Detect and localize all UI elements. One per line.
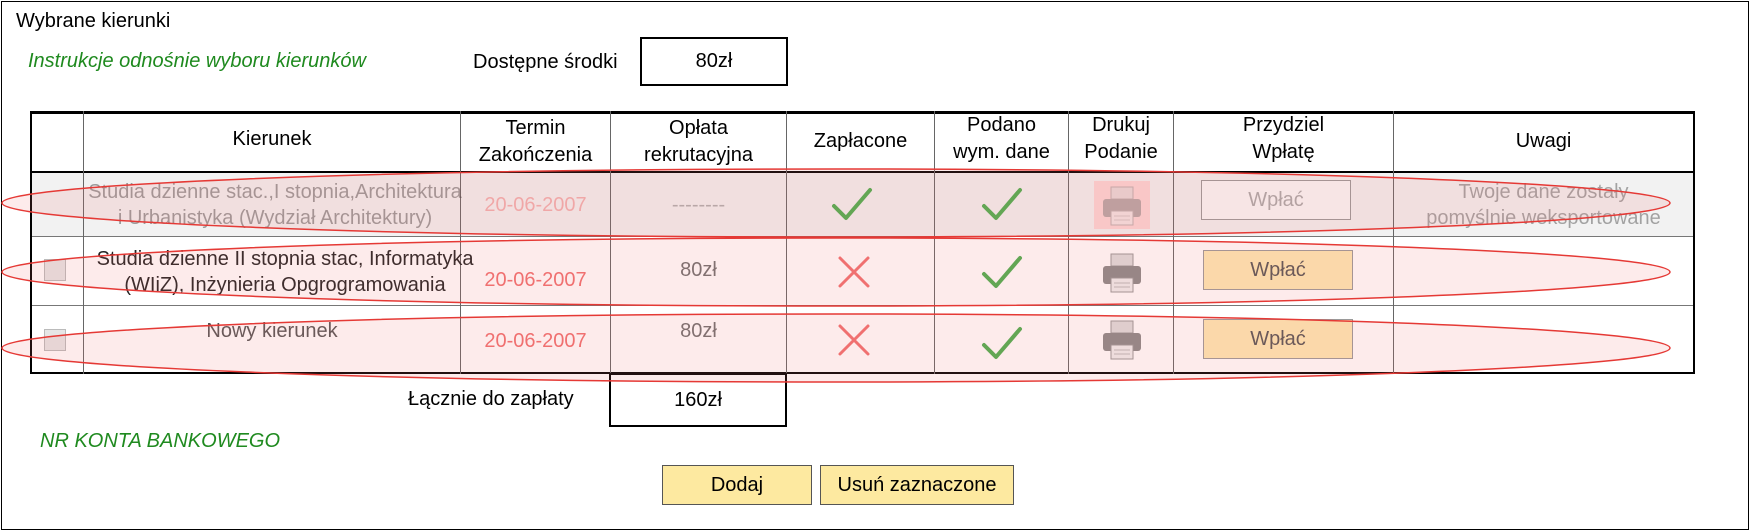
pay-button[interactable]: Wpłać <box>1203 250 1353 290</box>
header-uwagi: Uwagi <box>1515 130 1572 152</box>
printer-icon[interactable] <box>1097 181 1147 231</box>
row-checkbox[interactable] <box>44 329 66 351</box>
cross-icon <box>838 324 870 356</box>
table-row-kierunek: Studia dzienne II stopnia stac, Informat… <box>96 248 474 296</box>
row-checkbox[interactable] <box>44 259 66 281</box>
table-row-kierunek: Nowy kierunek <box>206 320 338 342</box>
col-divider <box>1693 111 1695 374</box>
check-icon <box>982 188 1022 220</box>
total-value: 160zł <box>609 373 787 427</box>
table-border-top <box>30 111 1695 114</box>
available-funds-label: Dostępne środki <box>473 51 618 73</box>
table-row-termin: 20-06-2007 <box>484 330 587 352</box>
table-row-termin: 20-06-2007 <box>484 194 587 216</box>
table-row-termin: 20-06-2007 <box>484 269 587 291</box>
total-label: Łącznie do zapłaty <box>408 388 574 410</box>
remove-selected-button[interactable]: Usuń zaznaczone <box>820 465 1014 505</box>
table-row-oplata: -------- <box>671 194 726 216</box>
col-divider <box>30 111 32 374</box>
pay-button[interactable]: Wpłać <box>1203 319 1353 359</box>
available-funds-value: 80zł <box>640 37 788 86</box>
pay-button[interactable]: Wpłać <box>1201 180 1351 220</box>
section-title: Wybrane kierunki <box>16 10 171 32</box>
table-row-oplata: 80zł <box>680 259 717 281</box>
cross-icon <box>838 256 870 288</box>
instructions-link[interactable]: Instrukcje odnośnie wyboru kierunków <box>28 50 366 72</box>
check-icon <box>982 327 1022 359</box>
header-zaplacone: Zapłacone <box>813 130 908 152</box>
table-border-bottom <box>30 372 1695 374</box>
check-icon <box>982 256 1022 288</box>
check-icon <box>832 188 872 220</box>
printer-icon[interactable] <box>1097 248 1147 298</box>
header-kierunek: Kierunek <box>232 128 312 150</box>
table-row-kierunek: Studia dzienne stac.,I stopnia,Architekt… <box>88 181 462 229</box>
add-button[interactable]: Dodaj <box>662 465 812 505</box>
bank-account-link[interactable]: NR KONTA BANKOWEGO <box>40 430 281 452</box>
printer-icon[interactable] <box>1097 315 1147 365</box>
table-row-oplata: 80zł <box>680 320 717 342</box>
